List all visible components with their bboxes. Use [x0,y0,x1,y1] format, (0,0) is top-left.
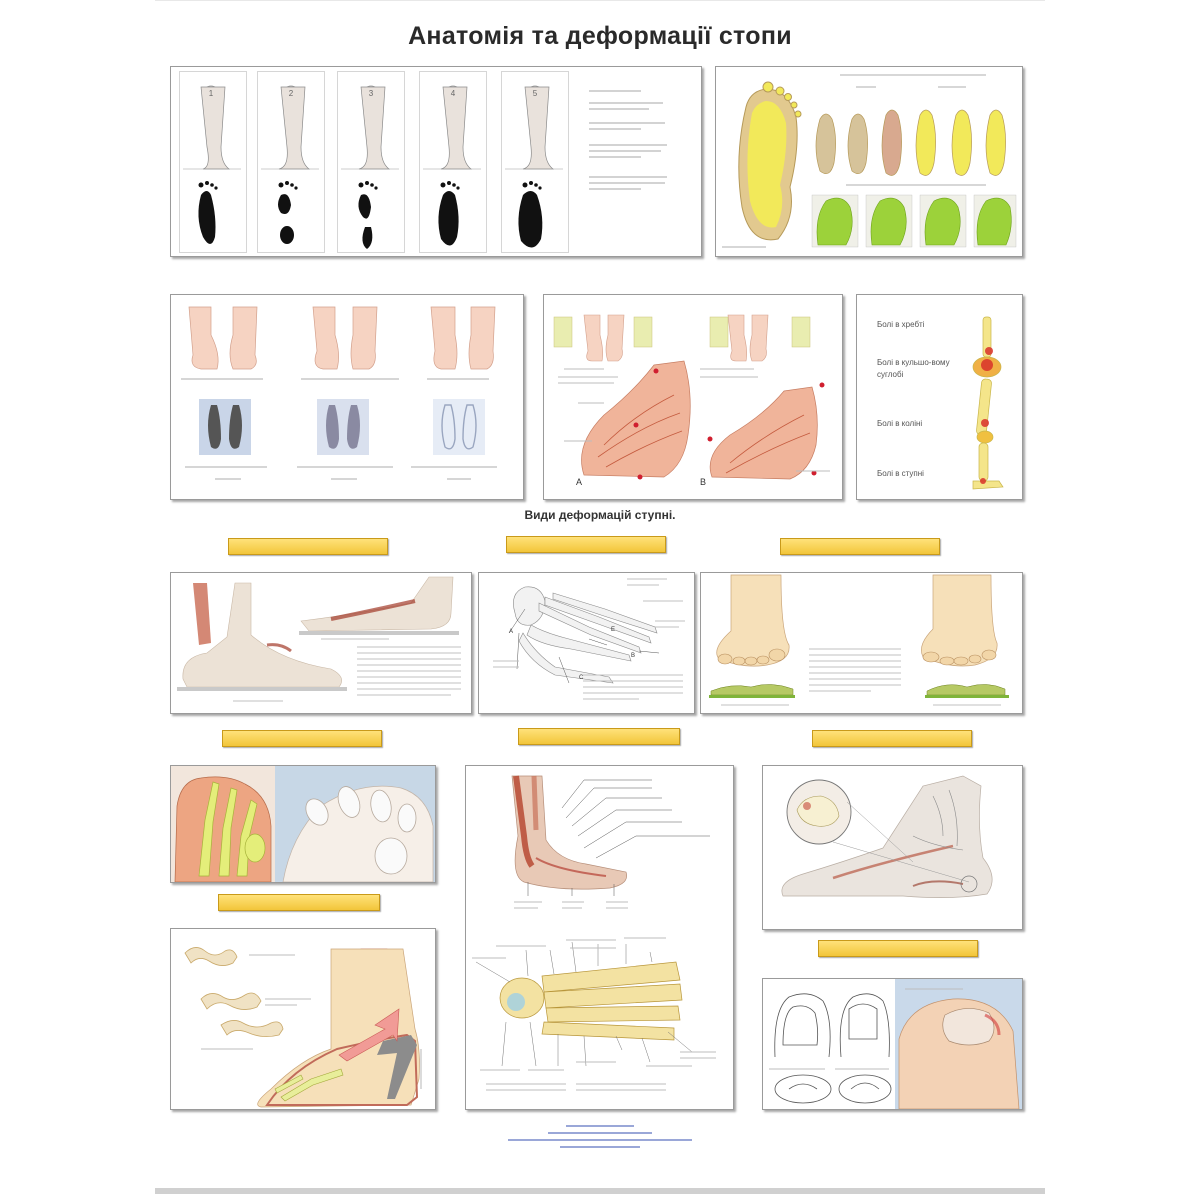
page-title: Анатомія та деформації стопи [408,22,792,50]
panel-number-3: 3 [368,89,374,98]
transverse-flatfoot-panel [700,572,1023,714]
pressure-map-panel [715,66,1023,257]
deformity-label-6 [812,730,972,747]
heel-footprint-illustration [183,85,563,249]
rear-view-illustration [181,306,497,480]
hallux-valgus-panel [170,765,436,883]
toenail-illustration [769,979,1022,1109]
arch-comparison-illustration [553,314,830,480]
section-heading: Види деформацій ступні. [524,508,676,522]
foot-skeleton-icon [493,578,685,700]
arch-comparison-panel: A B [543,294,843,500]
flatfoot-illustration [177,576,461,702]
skeleton-letter-a: A [509,629,514,635]
pain-label-spine: Болі в хребті [877,320,925,329]
foot-anatomy-illustration [472,775,716,1091]
toenail-panel [762,978,1023,1110]
arch-label-b: B [700,477,707,487]
arch-label-a: A [576,477,583,487]
deformity-label-8 [818,940,978,957]
high-heel-illustration: 5 1 [184,947,422,1108]
bottom-rule [155,1188,1045,1194]
skeleton-letter-e: E [611,627,616,633]
pain-label-knee: Болі в коліні [877,419,923,428]
heel-spur-illustration [781,775,993,898]
panel-number-5: 5 [532,89,538,98]
skeleton-pain-illustration [972,316,1004,490]
deformity-label-1 [228,538,388,555]
heel-footprint-panel: 1 2 3 4 5 [170,66,702,257]
foot-skeleton-panel: A B C E [478,572,695,714]
panel-number-2: 2 [288,89,294,98]
pressure-map-illustration [722,74,1017,248]
hallux-valgus-illustration [171,766,435,882]
panel-number-4: 4 [450,89,456,98]
high-heel-panel: 5 1 [170,928,436,1110]
top-rule [155,0,1045,1]
deformity-label-4 [222,730,382,747]
legend-text-lines [589,90,667,190]
foot-anatomy-panel [465,765,734,1110]
deformity-label-7 [218,894,380,911]
deformity-label-3 [780,538,940,555]
skeleton-letter-c: C [579,675,584,681]
rear-view-panel [170,294,524,500]
transverse-flatfoot-illustration [709,574,1009,706]
heel-spur-panel [762,765,1023,930]
flatfoot-panel [170,572,472,714]
deformity-label-5 [518,728,680,745]
pain-label-hip: Болі в кульшо-вому суглобі [877,358,950,379]
skeleton-letter-b: B [631,653,636,659]
pain-label-foot: Болі в ступні [877,469,924,478]
pain-points-panel: Болі в хребті Болі в кульшо-вому суглобі… [856,294,1023,500]
panel-number-1: 1 [208,89,214,98]
deformity-label-2 [506,536,666,553]
